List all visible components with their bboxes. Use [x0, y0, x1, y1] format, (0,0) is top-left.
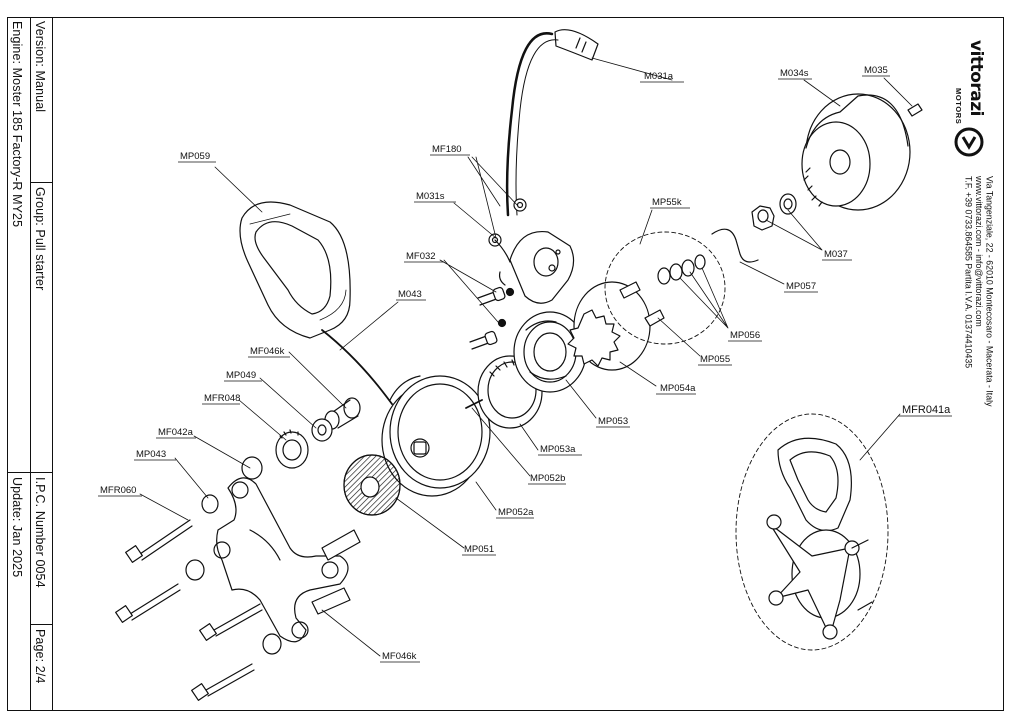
callout-mfr048: MFR048 — [204, 393, 240, 404]
assembly-outline — [735, 413, 889, 651]
flywheel-nut-part — [751, 193, 797, 231]
o-ring-part — [657, 254, 706, 285]
group-cell: Group: Pull starter — [30, 183, 53, 473]
sheet-border — [7, 17, 1004, 711]
update-cell: Update: Jan 2025 — [7, 473, 30, 711]
callout-mp052b: MP052b — [530, 473, 565, 484]
callout-mp059: MP059 — [180, 151, 210, 162]
update-label: Update: Jan 2025 — [10, 477, 24, 578]
callout-mf046k-top: MF046k — [250, 346, 285, 357]
callout-mf046k-bottom: MF046k — [382, 651, 417, 662]
callout-m031s: M031s — [416, 191, 445, 202]
engine-cell: Engine: Moster 185 Factory-R MY25 — [7, 17, 30, 473]
brand-name: vittorazi — [966, 40, 986, 116]
callout-mf032: MF032 — [406, 251, 436, 262]
brand-subtitle: MOTORS — [954, 88, 963, 125]
vittorazi-logo-icon — [954, 127, 984, 157]
woodruff-key-part — [907, 103, 923, 117]
coil-bolt-part — [469, 286, 515, 350]
starter-pulley-part — [381, 375, 491, 497]
callout-m034s: M034s — [780, 68, 809, 79]
callout-mp043: MP043 — [136, 449, 166, 460]
pulley-pin-part — [465, 399, 483, 409]
callout-mp054a: MP054a — [660, 383, 696, 394]
pawl-part — [619, 281, 665, 327]
mounting-bracket-part — [213, 477, 349, 643]
title-block-column-left: Engine: Moster 185 Factory-R MY25 Update… — [7, 17, 31, 711]
title-block: Engine: Moster 185 Factory-R MY25 Update… — [7, 17, 53, 711]
recoil-spring-part — [343, 454, 401, 516]
callout-labels: M031a M031s MF180 MF032 M043 MP059 M034s… — [98, 65, 952, 663]
starter-plate-part — [567, 281, 651, 371]
callout-mp049: MP049 — [226, 370, 256, 381]
address-line: Via Tangenziale, 22 - 62010 Montecosaro … — [984, 176, 995, 407]
callout-m035: M035 — [864, 65, 888, 76]
group-label: Group: Pull starter — [33, 187, 47, 291]
leader-lines — [139, 57, 913, 657]
vat-line: T.F. +39 0733.864585 Partita I.V.A. 0137… — [963, 176, 974, 369]
starter-handle-part — [239, 201, 351, 339]
long-bolt-part — [115, 519, 263, 701]
callout-mp55k: MP55k — [652, 197, 682, 208]
callout-mf042a: MF042a — [158, 427, 194, 438]
callout-mp055: MP055 — [700, 354, 730, 365]
title-block-column-right: Version: Manual Group: Pull starter I.P.… — [30, 17, 53, 711]
ipc-cell: I.P.C. Number 0054 — [30, 473, 53, 625]
flywheel-part — [801, 93, 911, 211]
starter-rope-part — [321, 329, 393, 405]
callout-mf180: MF180 — [432, 144, 462, 155]
callout-m037: M037 — [824, 249, 848, 260]
spacer-part — [311, 529, 361, 615]
brand-address: Via Tangenziale, 22 - 62010 Montecosaro … — [963, 176, 995, 406]
spark-plug-cap-part — [505, 29, 599, 217]
callout-mfr041a: MFR041a — [902, 404, 951, 416]
version-label: Version: Manual — [33, 21, 47, 113]
page-label: Page: 2/4 — [33, 629, 47, 684]
web-line: www.vittorazi.com - info@vittorazi.com — [974, 176, 984, 327]
assembled-starter-part — [766, 437, 873, 640]
callout-mp057: MP057 — [786, 281, 816, 292]
brand-block: vittorazi MOTORS Via Tangenziale, 22 - 6… — [952, 36, 1004, 506]
rubber-mount-part — [185, 456, 282, 655]
callout-mfr060: MFR060 — [100, 485, 136, 496]
pawl-kit-outline — [604, 231, 726, 345]
page-cell: Page: 2/4 — [30, 625, 53, 711]
callout-mp051: MP051 — [464, 544, 494, 555]
callout-m043: M043 — [398, 289, 422, 300]
washer-part — [311, 418, 333, 442]
callout-mp053: MP053 — [598, 416, 628, 427]
bearing-part — [275, 429, 309, 469]
ipc-number-label: I.P.C. Number 0054 — [33, 477, 47, 588]
callout-mp056: MP056 — [730, 330, 760, 341]
spring-clip-part — [711, 228, 759, 263]
bushing-part — [324, 397, 361, 430]
version-cell: Version: Manual — [30, 17, 53, 183]
ignition-coil-part — [494, 230, 575, 304]
callout-m031a: M031a — [644, 71, 674, 82]
engine-label: Engine: Moster 185 Factory-R MY25 — [10, 21, 24, 228]
callout-mp052a: MP052a — [498, 507, 534, 518]
exploded-view-drawing: M031a M031s MF180 MF032 M043 MP059 M034s… — [98, 29, 952, 701]
callout-mp053a: MP053a — [540, 444, 576, 455]
